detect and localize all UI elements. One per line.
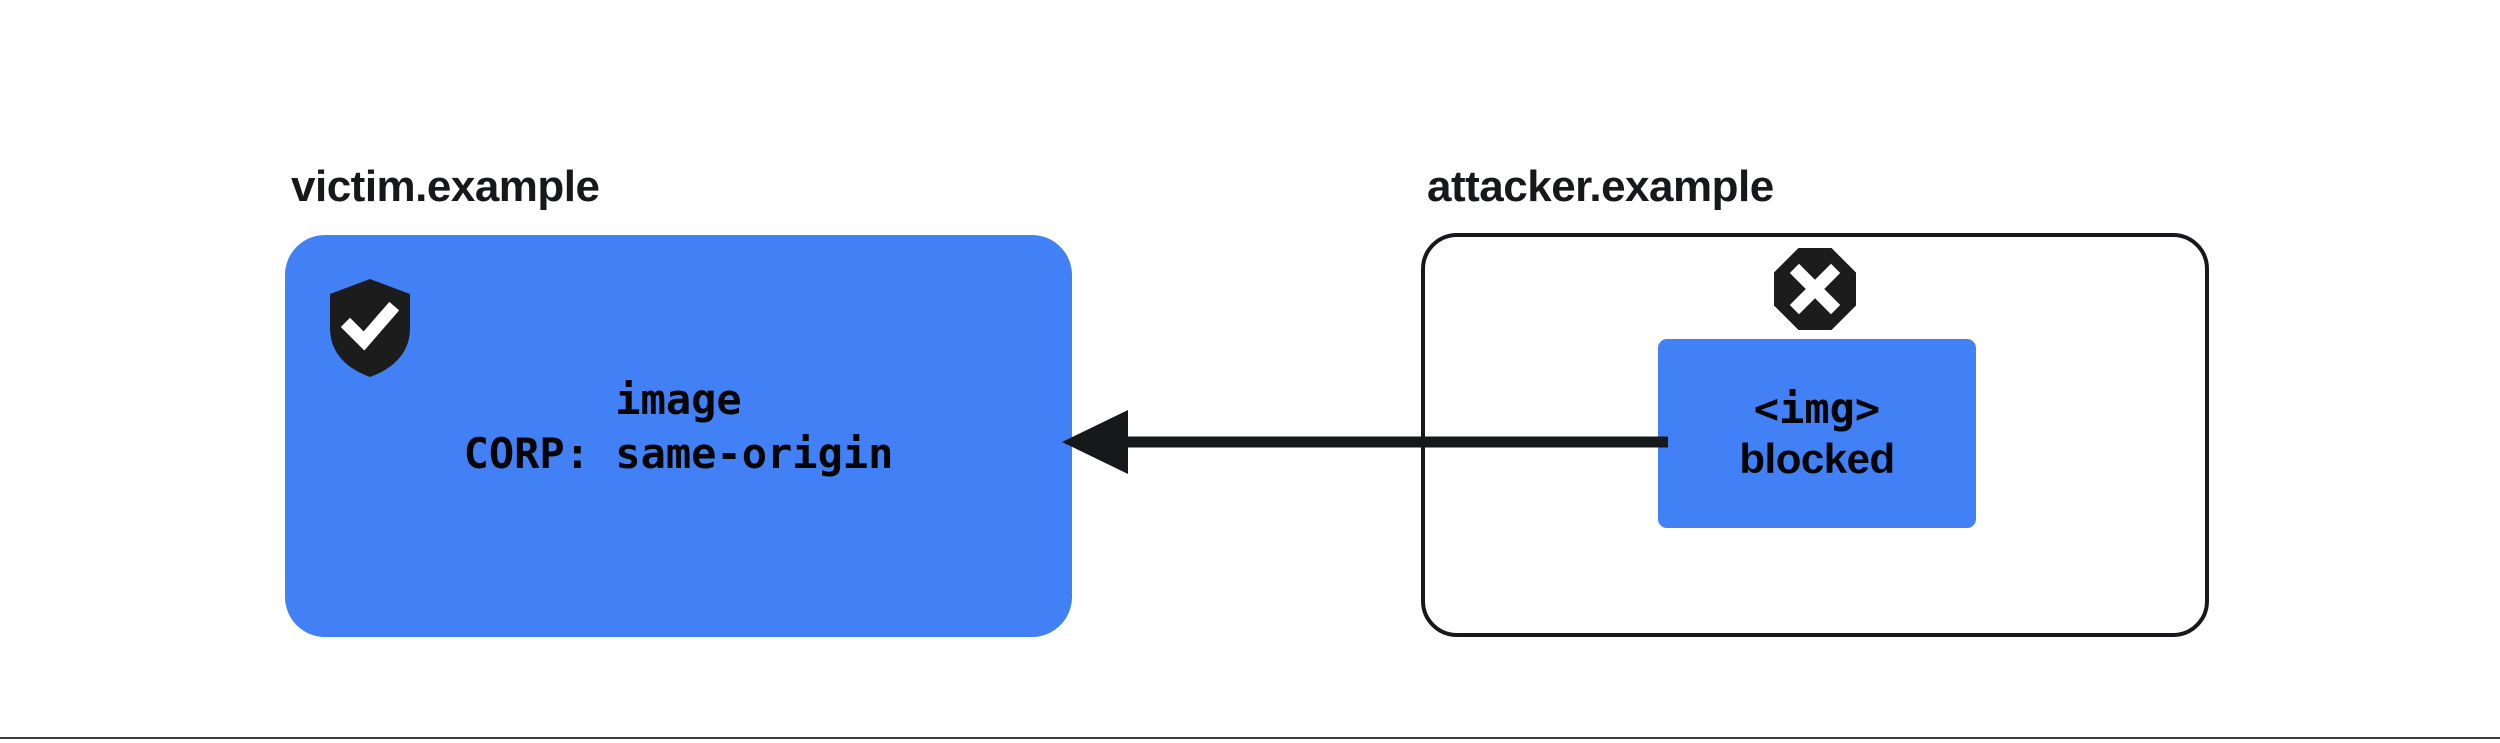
attacker-request-card: <img> blocked [1658,339,1976,528]
bottom-divider [0,737,2500,739]
attacker-request-state: blocked [1739,434,1895,482]
left-arrow-icon [1060,410,1670,474]
victim-resource-text: image CORP: same-origin [285,375,1072,478]
attacker-origin-label: attacker.example [1427,162,1774,211]
attacker-request-tag: <img> [1753,383,1881,433]
victim-origin-label: victim.example [291,162,600,211]
victim-origin-box [285,235,1072,637]
victim-resource-corp-header: CORP: same-origin [463,428,894,478]
victim-resource-name: image [615,375,742,424]
blocked-octagon-x-icon [1773,247,1857,331]
shield-check-icon [328,278,412,378]
